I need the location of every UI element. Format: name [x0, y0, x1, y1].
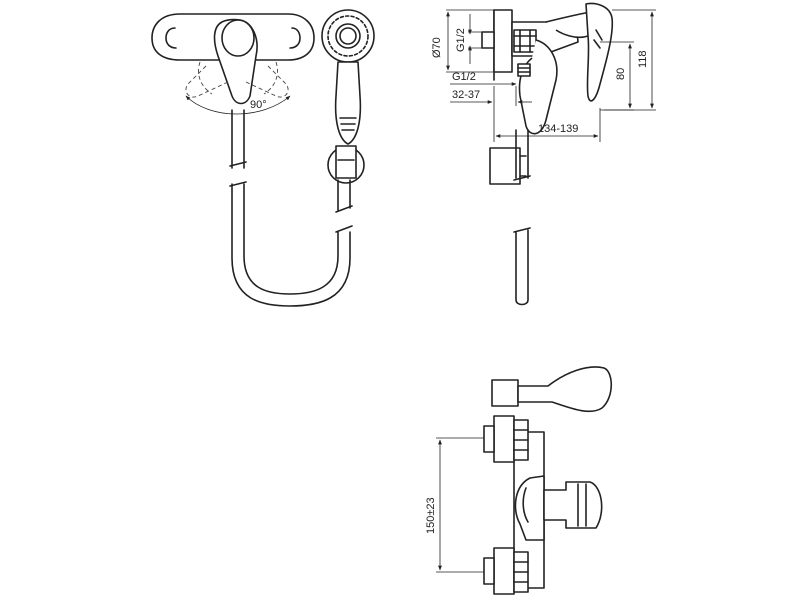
rotation-arc: 90° — [185, 95, 291, 115]
shower-holder — [327, 145, 365, 184]
top-lever — [491, 366, 613, 413]
angle-label: 90° — [250, 99, 267, 111]
dim-projection: 134-139 — [538, 123, 578, 135]
side-view: Ø70 G1/2 G1/2 32-37 134-139 80 — [431, 2, 656, 306]
top-spout — [543, 481, 603, 529]
dim-centers: 150±23 — [425, 497, 437, 534]
side-lever — [545, 2, 614, 102]
shower-head — [321, 9, 375, 145]
top-view: 150±23 — [425, 366, 613, 595]
top-connection-lower — [483, 547, 529, 595]
dim-thread-bottom: G1/2 — [452, 71, 476, 83]
side-dimensions: Ø70 G1/2 G1/2 32-37 134-139 80 — [431, 9, 656, 142]
lever-rotation-ghosts — [185, 61, 289, 98]
mixer-lever — [213, 18, 258, 105]
top-dimension: 150±23 — [425, 437, 484, 573]
dim-diameter: Ø70 — [431, 37, 443, 58]
dim-offset: 32-37 — [452, 89, 480, 101]
top-connection-upper — [483, 415, 529, 463]
dim-height-tall: 118 — [637, 50, 649, 68]
side-hose — [489, 129, 531, 306]
dim-height-short: 80 — [615, 68, 627, 80]
front-view: 90° — [151, 9, 375, 307]
dim-thread-top: G1/2 — [455, 28, 467, 52]
side-rosette — [481, 9, 513, 73]
side-spout — [517, 39, 558, 135]
shower-hose — [229, 109, 353, 307]
